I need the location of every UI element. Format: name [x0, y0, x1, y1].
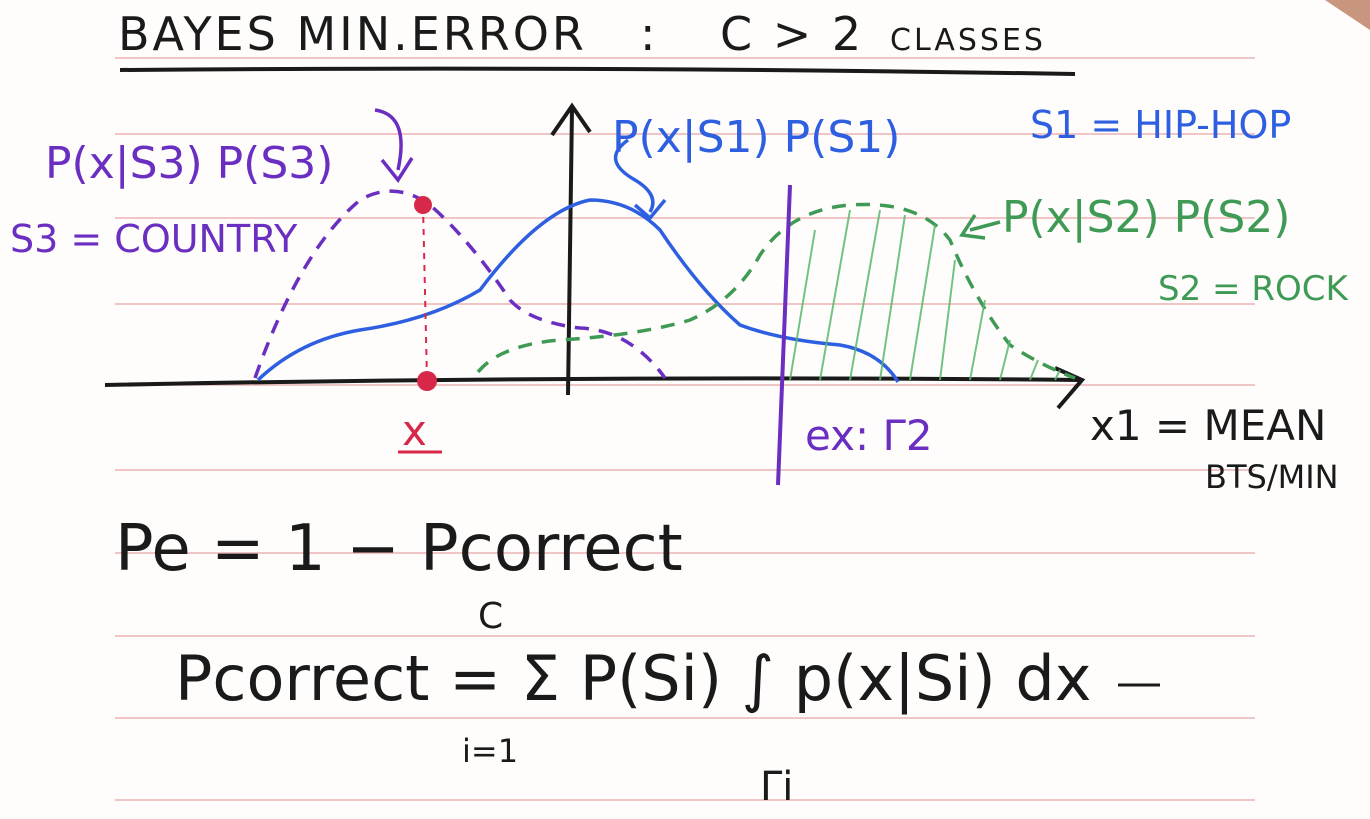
x-axis-label: x1 = MEAN [1090, 401, 1326, 450]
s1-definition: S1 = HIP-HOP [1030, 103, 1291, 147]
x-axis-arrow [1054, 366, 1086, 410]
s3-definition: S3 = COUNTRY [10, 217, 298, 261]
decision-boundary [776, 184, 792, 486]
pcorrect-equation: Pcorrect = Σ P(Si) ∫ p(x|Si) dx [175, 642, 1091, 716]
title: BAYES MIN.ERROR : C > 2 CLASSES [118, 7, 1076, 76]
sum-upper-limit: C [478, 596, 503, 637]
corner-edge [1325, 0, 1370, 30]
sum-lower-limit: i=1 [462, 732, 518, 770]
s1-curve-label: P(x|S1) P(S1) [612, 112, 900, 163]
s3-curve-label: P(x|S3) P(S3) [45, 138, 333, 189]
x-axis [104, 376, 1081, 387]
curve-s3 [253, 189, 667, 380]
title-suffix: C > 2 [720, 7, 864, 61]
s3-label-arrow [374, 108, 414, 184]
sample-point: x [398, 196, 442, 455]
title-main: BAYES MIN.ERROR [118, 7, 587, 61]
gamma2-label: ex: Γ2 [805, 411, 933, 460]
curve-s2 [476, 202, 1076, 380]
s2-label-arrow [959, 214, 1001, 240]
title-colon: : [640, 7, 659, 61]
x-axis-label-line2: BTS/MIN [1205, 458, 1339, 496]
s2-definition: S2 = ROCK [1158, 269, 1349, 309]
integral-lower-limit: Γi [760, 764, 793, 810]
y-axis-arrow [550, 102, 592, 137]
s2-curve-label: P(x|S2) P(S2) [1002, 192, 1290, 243]
title-underline [119, 66, 1076, 76]
s1-label-arrow [614, 138, 667, 221]
x-axis-dot [417, 371, 437, 391]
s3-density-dot [414, 196, 432, 214]
curve-s1 [256, 198, 900, 383]
y-axis [566, 107, 574, 396]
title-classes: CLASSES [890, 23, 1046, 58]
x-point-label: x [402, 406, 427, 455]
pe-equation: Pe = 1 − Pcorrect [115, 512, 683, 586]
ruled-lines [115, 57, 1255, 801]
gamma2-hatching [789, 209, 1061, 381]
